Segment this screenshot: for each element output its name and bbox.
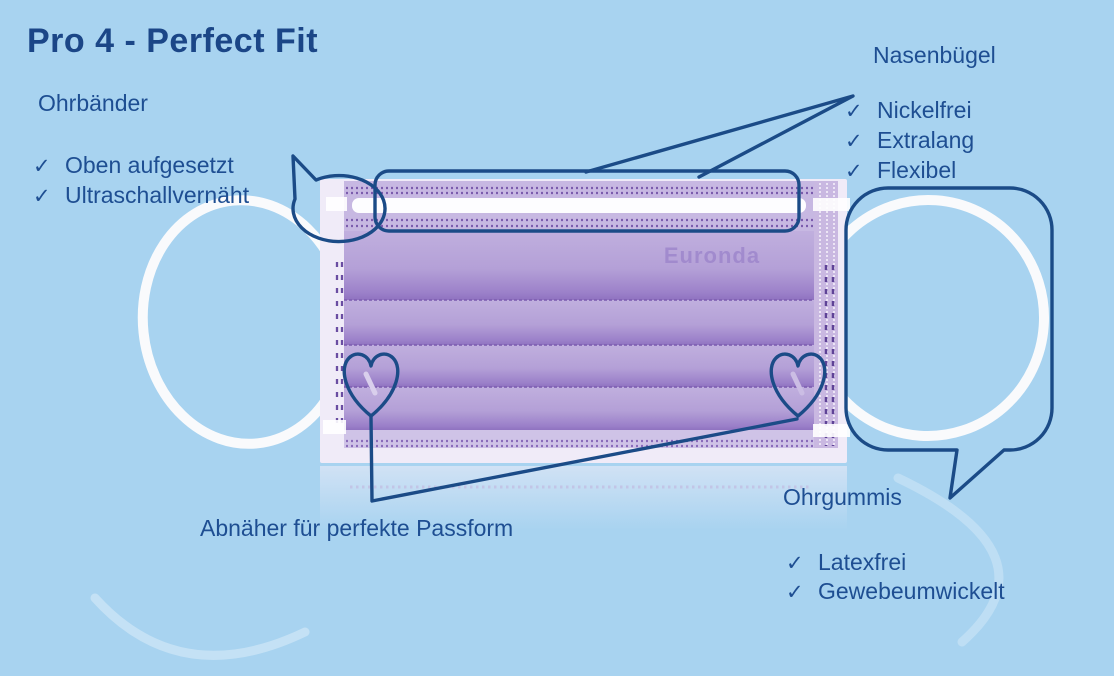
list-item: ✓ Latexfrei bbox=[786, 549, 1005, 576]
darts-label: Abnäher für perfekte Passform bbox=[200, 515, 514, 541]
nose-bridge-pointer bbox=[584, 94, 855, 179]
ear-bands-list: ✓ Oben aufgesetzt ✓ Ultraschallvernäht bbox=[33, 152, 249, 209]
check-icon: ✓ bbox=[786, 581, 804, 604]
brand-embossing: Euronda bbox=[664, 243, 760, 268]
ear-loop-bubble bbox=[844, 186, 1054, 500]
nose-bridge-list: ✓ Nickelfrei ✓ Extralang ✓ Flexibel bbox=[845, 97, 974, 184]
list-item-label: Nickelfrei bbox=[877, 97, 972, 123]
left-dart-heart bbox=[342, 352, 400, 418]
list-item: ✓ Flexibel bbox=[845, 157, 974, 184]
dart-marks bbox=[363, 371, 805, 396]
weld-tab-top-left bbox=[326, 197, 347, 211]
weld-tab-bottom-right bbox=[813, 424, 850, 437]
nose-strip bbox=[352, 198, 806, 213]
weld-tab-bottom-left bbox=[323, 420, 346, 434]
list-item-label: Oben aufgesetzt bbox=[65, 152, 234, 178]
mask-body: Euronda bbox=[320, 179, 850, 463]
list-item-label: Flexibel bbox=[877, 157, 957, 183]
list-item: ✓ Extralang bbox=[845, 127, 974, 154]
check-icon: ✓ bbox=[33, 155, 51, 178]
list-item: ✓ Gewebeumwickelt bbox=[786, 578, 1005, 605]
right-loop-reflection bbox=[893, 473, 1004, 647]
list-item: ✓ Nickelfrei bbox=[845, 97, 974, 124]
check-icon: ✓ bbox=[845, 160, 863, 183]
ear-loops-list: ✓ Latexfrei ✓ Gewebeumwickelt bbox=[786, 549, 1005, 605]
check-icon: ✓ bbox=[845, 100, 863, 123]
list-item-label: Ultraschallvernäht bbox=[65, 182, 250, 208]
list-item: ✓ Oben aufgesetzt bbox=[33, 152, 249, 179]
dart-connector-line bbox=[369, 415, 799, 503]
right-dart-heart bbox=[769, 352, 827, 418]
ear-bands-label: Ohrbänder bbox=[38, 90, 148, 116]
page-title: Pro 4 - Perfect Fit bbox=[27, 22, 319, 60]
reflection bbox=[90, 466, 1004, 660]
list-item-label: Extralang bbox=[877, 127, 975, 153]
list-item-label: Latexfrei bbox=[818, 549, 907, 575]
callout-shapes bbox=[291, 94, 1054, 503]
list-item-label: Gewebeumwickelt bbox=[818, 578, 1005, 604]
ear-loops-label: Ohrgummis bbox=[783, 484, 902, 510]
check-icon: ✓ bbox=[786, 552, 804, 575]
ear-band-bubble bbox=[291, 154, 387, 244]
nose-bridge-label: Nasenbügel bbox=[873, 42, 996, 68]
list-item: ✓ Ultraschallvernäht bbox=[33, 182, 249, 209]
left-loop-reflection bbox=[90, 593, 310, 660]
weld-tab-top-right bbox=[813, 198, 850, 211]
check-icon: ✓ bbox=[33, 185, 51, 208]
check-icon: ✓ bbox=[845, 130, 863, 153]
